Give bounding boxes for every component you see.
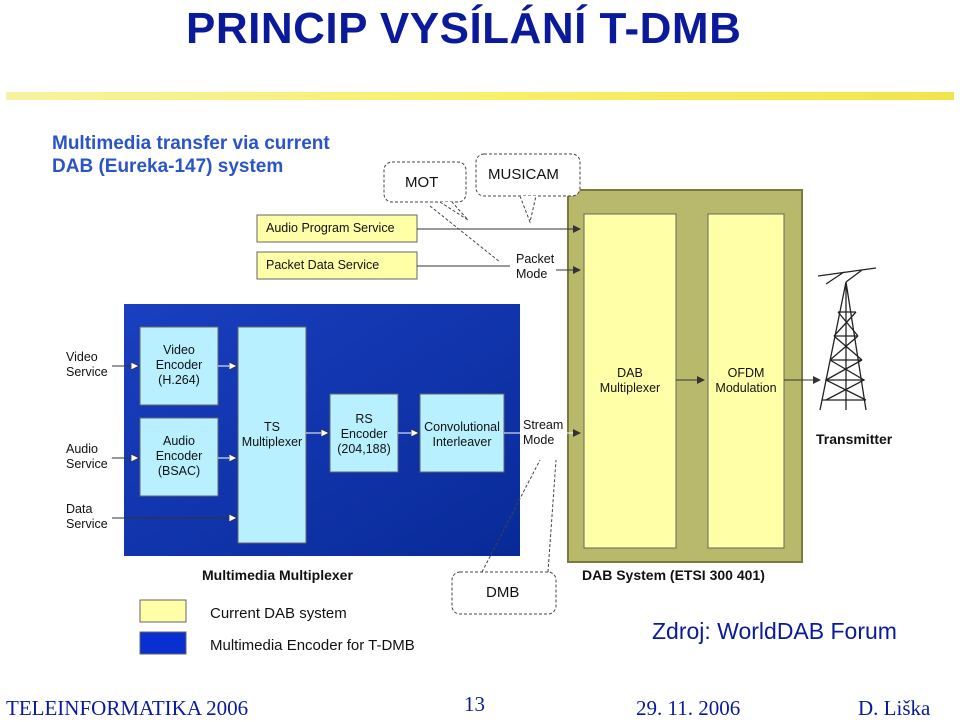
dmb-callout-dash2 bbox=[547, 459, 557, 573]
audio-service-line-1: Audio bbox=[66, 442, 98, 456]
audio-program-service-box bbox=[256, 214, 418, 243]
footer-date: 29. 11. 2006 bbox=[636, 696, 741, 720]
packet-mode-line-1: Packet bbox=[516, 252, 555, 266]
ts-mux-label: TS Multiplexer bbox=[238, 420, 306, 450]
rs-encoder-box bbox=[329, 393, 399, 473]
slide-title: PRINCIP VYSÍLÁNÍ T-DMB bbox=[186, 4, 742, 53]
ofdm-box bbox=[707, 213, 785, 549]
diagram-heading: Multimedia transfer via current DAB (Eur… bbox=[52, 132, 330, 178]
audio-encoder-label: Audio Encoder (BSAC) bbox=[140, 434, 218, 479]
conv-interleaver-line-1: Convolutional bbox=[424, 420, 500, 434]
mot-callout bbox=[383, 161, 467, 203]
multimedia-multiplexer-caption: Multimedia Multiplexer bbox=[202, 567, 353, 583]
ofdm-label: OFDM Modulation bbox=[700, 366, 792, 396]
legend-current-label: Current DAB system bbox=[210, 605, 347, 622]
data-service-line-1: Data bbox=[66, 502, 93, 516]
stream-mode-label: Stream Mode bbox=[523, 418, 563, 448]
video-service-line-2: Service bbox=[66, 365, 108, 379]
footer-author: D. Liška bbox=[858, 696, 931, 720]
packet-mode-label: Packet Mode bbox=[516, 252, 554, 282]
legend-encoder-swatch bbox=[139, 631, 187, 655]
conv-interleaver-box bbox=[419, 393, 505, 473]
rs-encoder-line-2: Encoder bbox=[340, 427, 388, 441]
data-service-line-2: Service bbox=[66, 517, 108, 531]
source-credit: Zdroj: WorldDAB Forum bbox=[652, 618, 897, 644]
video-service-line-1: Video bbox=[66, 350, 98, 364]
dmb-callout-dash1 bbox=[481, 459, 541, 573]
audio-encoder-line-2: Encoder bbox=[155, 449, 203, 463]
stream-mode-line-1: Stream bbox=[523, 418, 564, 432]
video-service-label: Video Service bbox=[66, 350, 108, 380]
conv-interleaver-label: Convolutional Interleaver bbox=[420, 420, 504, 450]
musicam-label: MUSICAM bbox=[488, 166, 559, 183]
legend-encoder-label: Multimedia Encoder for T-DMB bbox=[210, 637, 415, 654]
audio-encoder-line-1: Audio bbox=[163, 434, 195, 448]
dmb-label: DMB bbox=[486, 584, 520, 601]
title-underline bbox=[6, 92, 954, 100]
rs-encoder-line-1: RS bbox=[355, 412, 373, 426]
musicam-callout-tail bbox=[519, 195, 537, 224]
dmb-callout bbox=[451, 571, 557, 615]
audio-service-line-2: Service bbox=[66, 457, 108, 471]
ts-mux-line-1: TS bbox=[264, 420, 280, 434]
video-encoder-label: Video Encoder (H.264) bbox=[140, 343, 218, 388]
ts-mux-box bbox=[237, 326, 307, 544]
heading-line-1: Multimedia transfer via current bbox=[52, 133, 330, 154]
mot-label: MOT bbox=[405, 174, 439, 191]
footer-course: TELEINFORMATIKA 2006 bbox=[6, 696, 249, 720]
rs-encoder-label: RS Encoder (204,188) bbox=[330, 412, 398, 457]
dab-system-caption: DAB System (ETSI 300 401) bbox=[582, 567, 765, 583]
audio-encoder-line-3: (BSAC) bbox=[157, 464, 201, 478]
dab-mux-box bbox=[583, 213, 677, 549]
heading-line-2: DAB (Eureka-147) system bbox=[52, 156, 284, 177]
transmitter-tower-icon bbox=[817, 267, 877, 411]
legend-current-swatch bbox=[139, 599, 187, 623]
audio-service-label: Audio Service bbox=[66, 442, 108, 472]
ofdm-line-2: Modulation bbox=[715, 381, 777, 395]
data-service-label: Data Service bbox=[66, 502, 108, 532]
ofdm-line-1: OFDM bbox=[727, 366, 765, 380]
footer-page-number: 13 bbox=[464, 692, 485, 716]
dab-mux-line-1: DAB bbox=[617, 366, 643, 380]
conv-interleaver-line-2: Interleaver bbox=[432, 435, 492, 449]
video-encoder-line-2: Encoder bbox=[155, 358, 203, 372]
dab-mux-label: DAB Multiplexer bbox=[584, 366, 676, 396]
rs-encoder-line-3: (204,188) bbox=[337, 442, 391, 456]
video-encoder-line-3: (H.264) bbox=[158, 373, 200, 387]
audio-encoder-box bbox=[139, 417, 219, 497]
packet-mode-line-2: Mode bbox=[516, 267, 548, 281]
audio-program-service-label: Audio Program Service bbox=[266, 221, 395, 235]
dab-mux-line-2: Multiplexer bbox=[599, 381, 661, 395]
video-encoder-line-1: Video bbox=[163, 343, 195, 357]
ts-mux-line-2: Multiplexer bbox=[241, 435, 303, 449]
stream-mode-line-2: Mode bbox=[523, 433, 555, 447]
mot-callout-tail bbox=[439, 201, 469, 221]
mot-dash-line bbox=[429, 205, 501, 263]
transmitter-label: Transmitter bbox=[816, 431, 893, 447]
packet-data-service-box bbox=[256, 251, 418, 280]
packet-data-service-label: Packet Data Service bbox=[266, 258, 380, 272]
